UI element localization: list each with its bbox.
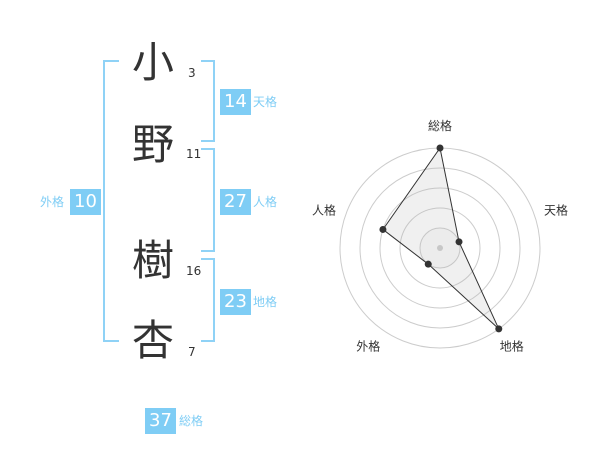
stroke-count-2: 11 (186, 147, 202, 161)
stroke-count-1: 3 (188, 66, 196, 80)
jinkaku-label: 人格 (253, 195, 278, 209)
radar-ring (379, 187, 501, 309)
soukaku-label: 総格 (179, 414, 204, 428)
radar-point (436, 144, 444, 152)
gaikaku-bracket (103, 60, 119, 342)
jinkaku-bracket (201, 148, 215, 252)
radar-point (379, 225, 387, 233)
radar-axis-label: 人格 (312, 202, 336, 217)
radar-axis-label: 総格 (428, 118, 452, 133)
stroke-count-4: 7 (188, 345, 196, 359)
tenkaku-bracket (201, 60, 215, 142)
name-char-2: 野 (131, 120, 174, 169)
tenkaku-label: 天格 (253, 95, 278, 109)
radar-ring (399, 207, 481, 289)
radar-area (382, 146, 500, 330)
chikaku-bracket (201, 258, 215, 342)
soukaku-value: 37 (145, 408, 176, 434)
jinkaku-value: 27 (220, 189, 251, 215)
radar-axis-label: 地格 (500, 339, 524, 354)
name-char-4: 杏 (131, 316, 174, 365)
radar-points (379, 144, 503, 333)
chikaku-label: 地格 (253, 295, 278, 309)
name-char-3: 樹 (131, 236, 174, 285)
chikaku-value: 23 (220, 289, 251, 315)
radar-point (424, 260, 432, 268)
radar-axis-label: 外格 (356, 339, 380, 354)
radar-axis-label: 天格 (544, 202, 568, 217)
stroke-count-3: 16 (186, 264, 202, 278)
name-char-1: 小 (131, 38, 174, 87)
radar-ring (359, 167, 521, 329)
radar-point (495, 325, 503, 333)
tenkaku-value: 14 (220, 89, 251, 115)
gaikaku-label: 外格 (40, 195, 65, 209)
radar-center (437, 245, 443, 251)
gaikaku-value: 10 (70, 189, 101, 215)
radar-point (455, 238, 463, 246)
